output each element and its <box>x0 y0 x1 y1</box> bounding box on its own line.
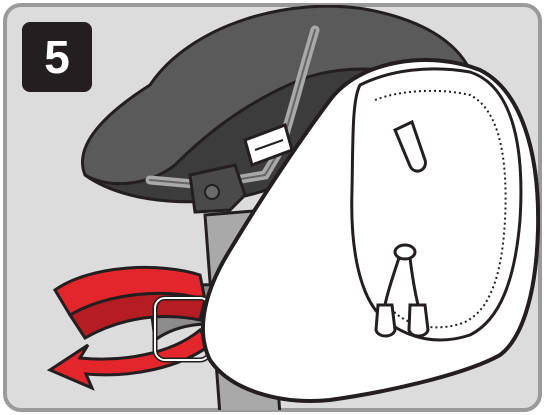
bag-side-panel <box>352 69 521 340</box>
zipper-pull-left <box>376 305 395 336</box>
step-badge: 5 <box>22 22 92 92</box>
zipper-pull-right <box>409 305 428 336</box>
step-number: 5 <box>44 34 70 80</box>
